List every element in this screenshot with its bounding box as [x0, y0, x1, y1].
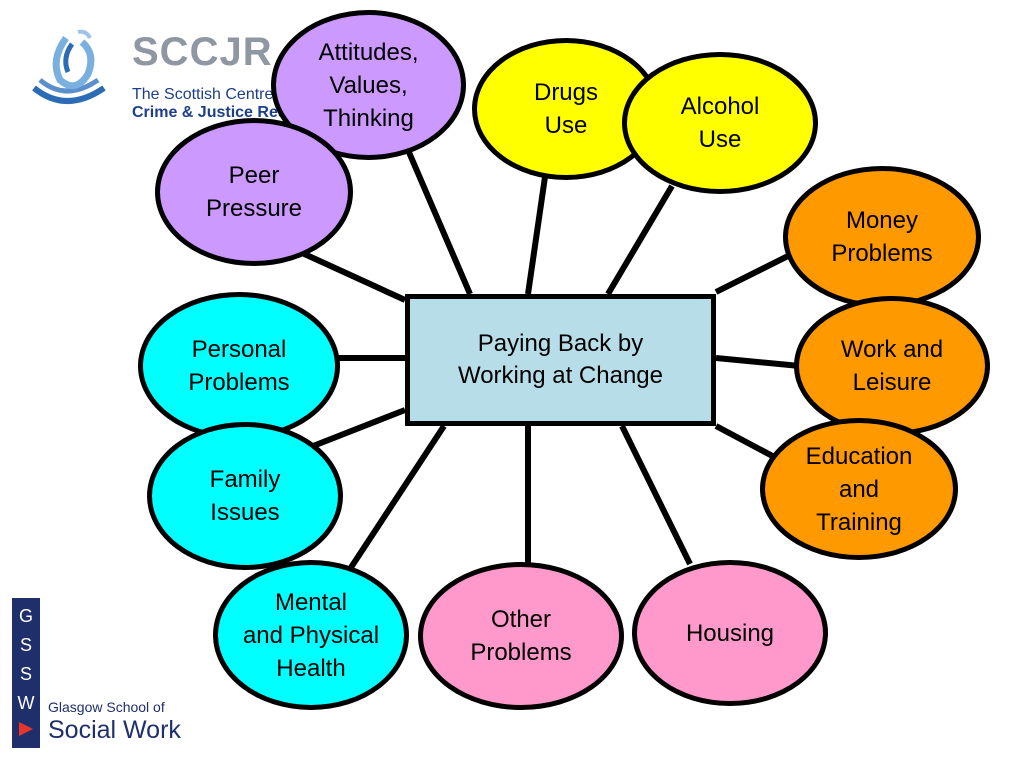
gssw-name-small: Glasgow School of: [48, 699, 165, 715]
node-work-and-leisure: Work and Leisure: [794, 296, 990, 436]
gssw-name-large: Social Work: [48, 716, 181, 744]
connector-health: [345, 424, 447, 574]
gssw-letter: S: [19, 664, 32, 684]
connector-housing: [619, 424, 693, 566]
node-money-problems: Money Problems: [783, 166, 981, 308]
node-personal-problems: Personal Problems: [138, 292, 340, 440]
gssw-logo: G S S W Glasgow School of Social Work: [10, 598, 181, 748]
sccjr-logo: SCCJR The Scottish Centre Crime & Justic…: [26, 18, 287, 121]
play-arrow-icon: [19, 722, 33, 736]
node-attitudes-values-thinking: Attitudes, Values, Thinking: [271, 10, 466, 160]
gssw-letter: G: [18, 606, 33, 626]
gssw-letter: W: [17, 693, 35, 713]
sccjr-subtitle-bold: Crime & Justice Res: [132, 104, 287, 121]
connector-education: [714, 423, 782, 463]
node-alcohol-use: Alcohol Use: [622, 52, 818, 194]
node-other-problems: Other Problems: [418, 562, 624, 710]
connector-alcohol: [605, 184, 675, 296]
gssw-bar: [12, 598, 40, 748]
node-mental-and-physical-health: Mental and Physical Health: [213, 560, 409, 710]
connector-peer: [298, 249, 407, 303]
sccjr-name: SCCJR: [132, 30, 273, 74]
node-housing: Housing: [632, 560, 828, 706]
connector-attitudes: [405, 148, 473, 296]
sccjr-swirl-icon: [32, 29, 106, 104]
gssw-letters: G S S W: [12, 602, 40, 718]
central-node: Paying Back by Working at Change: [405, 294, 716, 426]
connector-money: [714, 247, 802, 295]
connector-work: [715, 355, 801, 369]
gssw-letter: S: [19, 635, 32, 655]
sccjr-subtitle: The Scottish Centre: [132, 86, 274, 103]
node-education-and-training: Education and Training: [760, 418, 958, 560]
node-peer-pressure: Peer Pressure: [155, 118, 353, 266]
connector-family: [306, 407, 407, 451]
connector-drugs: [525, 169, 549, 295]
node-family-issues: Family Issues: [147, 422, 343, 570]
